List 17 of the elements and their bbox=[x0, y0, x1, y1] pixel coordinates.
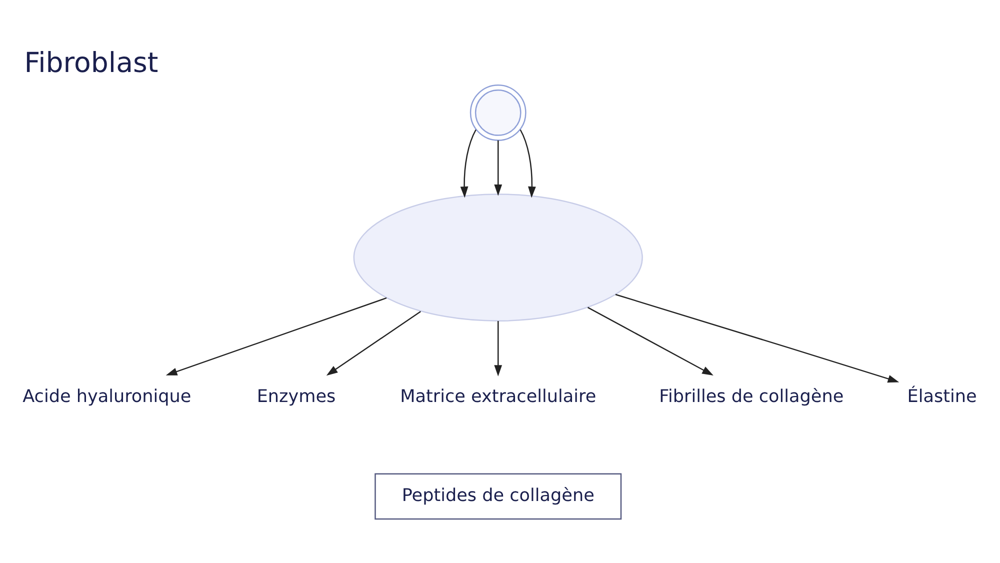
arrow bbox=[494, 320, 502, 376]
diagram-title: Fibroblast bbox=[24, 46, 158, 79]
arrow bbox=[615, 293, 900, 382]
node-ellipse bbox=[353, 193, 643, 321]
node-text: Matrice extracellulaire bbox=[400, 386, 596, 406]
arrow bbox=[460, 128, 476, 198]
legend-label: Peptides de collagène bbox=[402, 486, 594, 506]
node-text: Fibrilles de collagène bbox=[659, 386, 844, 406]
node-text: Acide hyaluronique bbox=[22, 386, 192, 406]
arrow bbox=[494, 140, 502, 196]
arrow bbox=[166, 296, 387, 375]
arrow bbox=[326, 310, 421, 376]
node-text: Enzymes bbox=[256, 386, 336, 406]
node-text: Élastine bbox=[907, 386, 977, 406]
node-circle bbox=[470, 84, 526, 140]
arrow bbox=[520, 128, 536, 198]
arrow bbox=[587, 306, 714, 376]
